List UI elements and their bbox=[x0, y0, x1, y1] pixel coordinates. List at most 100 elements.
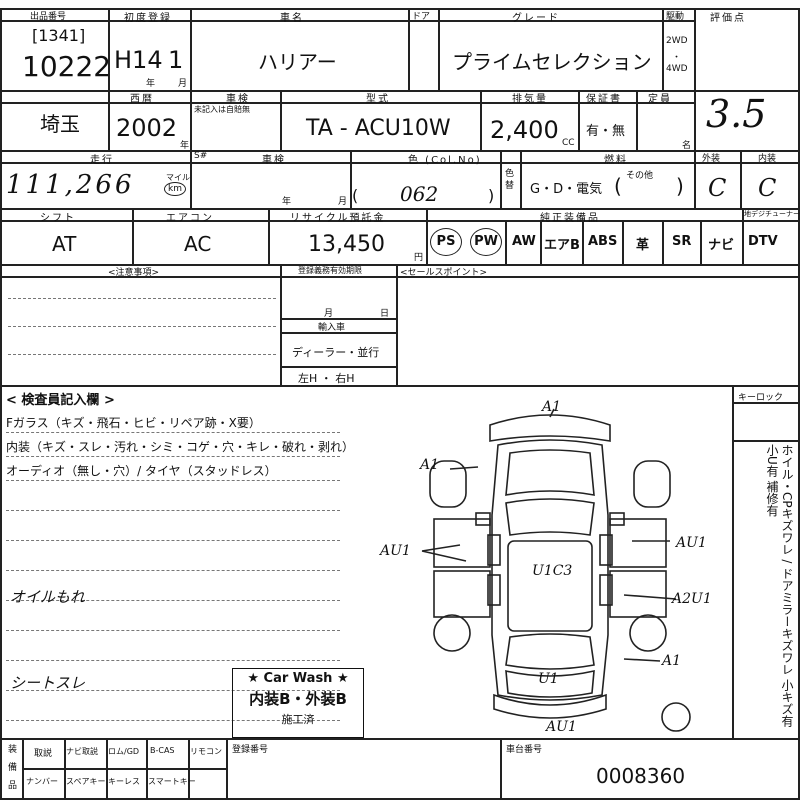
color-code: 062 bbox=[400, 182, 439, 206]
footer-item-smart-key: スマートキー bbox=[148, 777, 196, 786]
warranty: 有・無 bbox=[586, 124, 626, 139]
rule bbox=[636, 90, 638, 150]
grade: プライムセレクション bbox=[452, 50, 652, 74]
fuel-label: 燃料 bbox=[604, 155, 628, 166]
drive-dot: ・ bbox=[672, 53, 682, 63]
footer-item-remote: リモコン bbox=[190, 747, 222, 756]
mileage-unit: km bbox=[164, 182, 186, 196]
rule bbox=[190, 8, 192, 150]
carwash-stamp: ★ Car Wash ★ 内装B・外装B 施工済 bbox=[232, 668, 364, 738]
spare-wheel bbox=[661, 702, 691, 732]
car-damage-diagram: A1 A1 AU1 AU1 U1C3 A2U1 A1 U1 AU1 bbox=[378, 399, 712, 735]
equip-dtv: DTV bbox=[748, 234, 778, 249]
era-year: H14 bbox=[114, 46, 163, 74]
equip-ps: PS bbox=[430, 228, 462, 256]
s-label: S# bbox=[194, 151, 208, 161]
rule bbox=[742, 208, 744, 264]
footer-label-3: 品 bbox=[8, 781, 18, 791]
first-reg-label: 初度登録 bbox=[124, 13, 172, 24]
rear-window bbox=[505, 633, 595, 670]
equip-navi: ナビ bbox=[708, 238, 735, 253]
door-front-right bbox=[609, 518, 667, 568]
region-label: 出品番号 bbox=[30, 12, 67, 22]
rule bbox=[0, 798, 800, 800]
rule bbox=[732, 385, 734, 738]
footer-item-spare-key: スペアキー bbox=[66, 777, 106, 786]
rule bbox=[0, 102, 694, 104]
inspector-line-interior: 内装（キズ・スレ・汚れ・シミ・コゲ・穴・キレ・破れ・剥れ） bbox=[6, 440, 355, 454]
model-code: TA - ACU10W bbox=[306, 116, 451, 141]
rule bbox=[146, 738, 148, 798]
rule bbox=[188, 738, 190, 798]
note-seat-wear: シートスレ bbox=[10, 674, 86, 692]
mark-left-doors: AU1 bbox=[378, 543, 411, 559]
drive-2wd: 2WD bbox=[666, 36, 688, 46]
chassis-number: 0008360 bbox=[596, 764, 686, 788]
mileage-label: 走行 bbox=[90, 155, 114, 166]
capacity-label: 定員 bbox=[648, 94, 672, 105]
footer-item-keyless: キーレス bbox=[108, 777, 140, 786]
rule bbox=[350, 150, 352, 208]
rule bbox=[0, 162, 800, 164]
rule bbox=[0, 150, 800, 152]
lot-code: [1341] bbox=[32, 26, 86, 45]
expiry-month-unit: 月 bbox=[324, 309, 334, 319]
model-year: 2002 bbox=[116, 114, 178, 142]
footer-label-2: 備 bbox=[8, 763, 18, 773]
door-rear-left bbox=[433, 570, 491, 618]
model-label: 型式 bbox=[366, 94, 390, 105]
rule bbox=[694, 8, 696, 208]
rule bbox=[500, 738, 502, 798]
rule bbox=[132, 208, 134, 264]
rule bbox=[0, 385, 800, 387]
tuner-label: 地デジチューナー bbox=[744, 210, 800, 218]
footer-item-bcas: B-CAS bbox=[150, 746, 175, 755]
footer-item-rom: ロム/GD bbox=[108, 747, 140, 756]
wheel-rear-right bbox=[629, 614, 667, 652]
mark-right-front-door: AU1 bbox=[674, 535, 707, 551]
rule bbox=[0, 8, 800, 10]
rule bbox=[740, 150, 742, 208]
rule bbox=[268, 208, 270, 264]
yen-unit: 円 bbox=[414, 253, 424, 263]
inspector-label: < 検査員記入欄 > bbox=[6, 393, 115, 408]
door-front-left bbox=[433, 518, 491, 568]
reg-no-label: 登録番号 bbox=[232, 745, 269, 755]
tailgate bbox=[505, 669, 595, 698]
displacement: 2,400 bbox=[490, 116, 559, 144]
sales-point-label: <セールスポイント> bbox=[400, 268, 488, 278]
hood bbox=[505, 449, 595, 496]
keylock-label: キーロック bbox=[738, 393, 784, 403]
inspection-label: 車検 bbox=[226, 94, 250, 105]
front-bumper bbox=[489, 414, 611, 442]
region: 埼玉 bbox=[40, 112, 80, 136]
rule bbox=[226, 738, 228, 798]
rule bbox=[0, 276, 800, 278]
rule bbox=[732, 440, 800, 442]
equip-abs: ABS bbox=[588, 234, 618, 249]
side-damage-text: ホイル・CPキズワレ / ドアミラーキズワレ 小キズ有 小U有 補修有 bbox=[765, 444, 794, 728]
caution-label: <注意事項> bbox=[108, 268, 160, 278]
rule bbox=[426, 208, 428, 264]
mark-roof: U1C3 bbox=[532, 563, 572, 579]
rule bbox=[408, 8, 410, 90]
shaken-month-unit: 月 bbox=[338, 197, 348, 207]
equipment-label: 純正装備品 bbox=[540, 213, 600, 224]
rule bbox=[396, 264, 398, 385]
rule bbox=[480, 90, 482, 150]
door-glass-rr bbox=[599, 574, 613, 606]
rule bbox=[732, 402, 800, 404]
rule bbox=[578, 90, 580, 150]
chassis-label: 車台番号 bbox=[506, 745, 543, 755]
door-glass-rl bbox=[487, 574, 501, 606]
dealer: ディーラー・並行 bbox=[292, 346, 380, 359]
wheel-front-right bbox=[633, 460, 671, 508]
inspection-note: 未記入は自賠無 bbox=[194, 105, 250, 114]
wheel-front-left bbox=[429, 460, 467, 508]
rule bbox=[438, 8, 440, 90]
reg-month: 1 bbox=[168, 46, 184, 74]
inspector-line-glass: Fガラス（キズ・飛石・ヒビ・リペア跡・X要） bbox=[6, 416, 261, 430]
footer-item-manual: 取説 bbox=[34, 749, 53, 759]
import-label: 輸入車 bbox=[318, 323, 346, 333]
